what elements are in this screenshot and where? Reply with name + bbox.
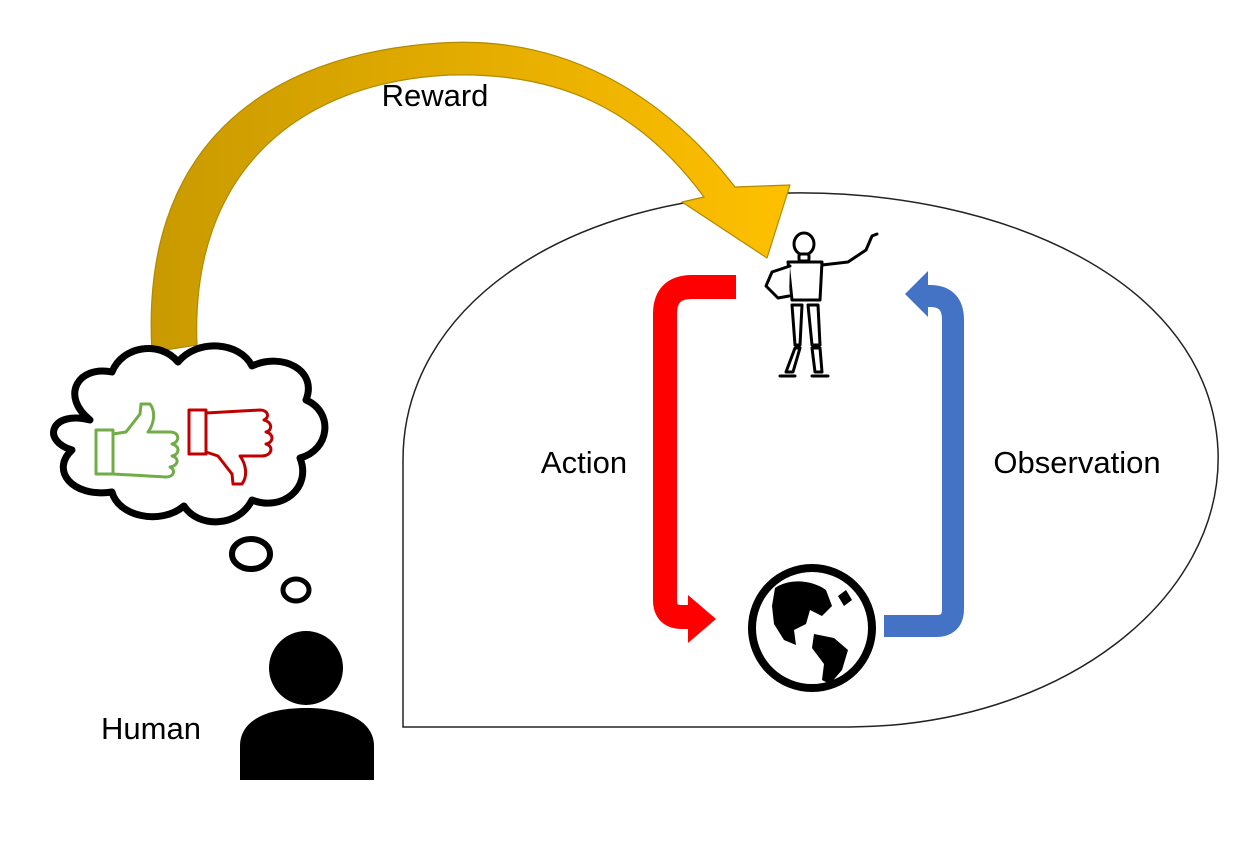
action-arrowhead [688,595,716,643]
person-icon [240,631,374,780]
reward-arrow [150,41,791,353]
thumbs-down-icon [187,408,274,486]
thought-bubble-small [280,576,312,604]
environment-boundary [402,192,1219,728]
action-arrow [653,275,736,629]
globe-icon [748,564,876,692]
mannequin-icon [764,231,879,378]
observation-label: Observation [993,445,1160,480]
human-label: Human [101,711,201,746]
action-label: Action [541,445,627,480]
thought-bubble-large [229,536,273,572]
observation-arrowhead [905,271,928,317]
reward-label: Reward [382,78,489,113]
thumbs-up-icon [94,402,180,479]
observation-arrow [884,285,964,637]
